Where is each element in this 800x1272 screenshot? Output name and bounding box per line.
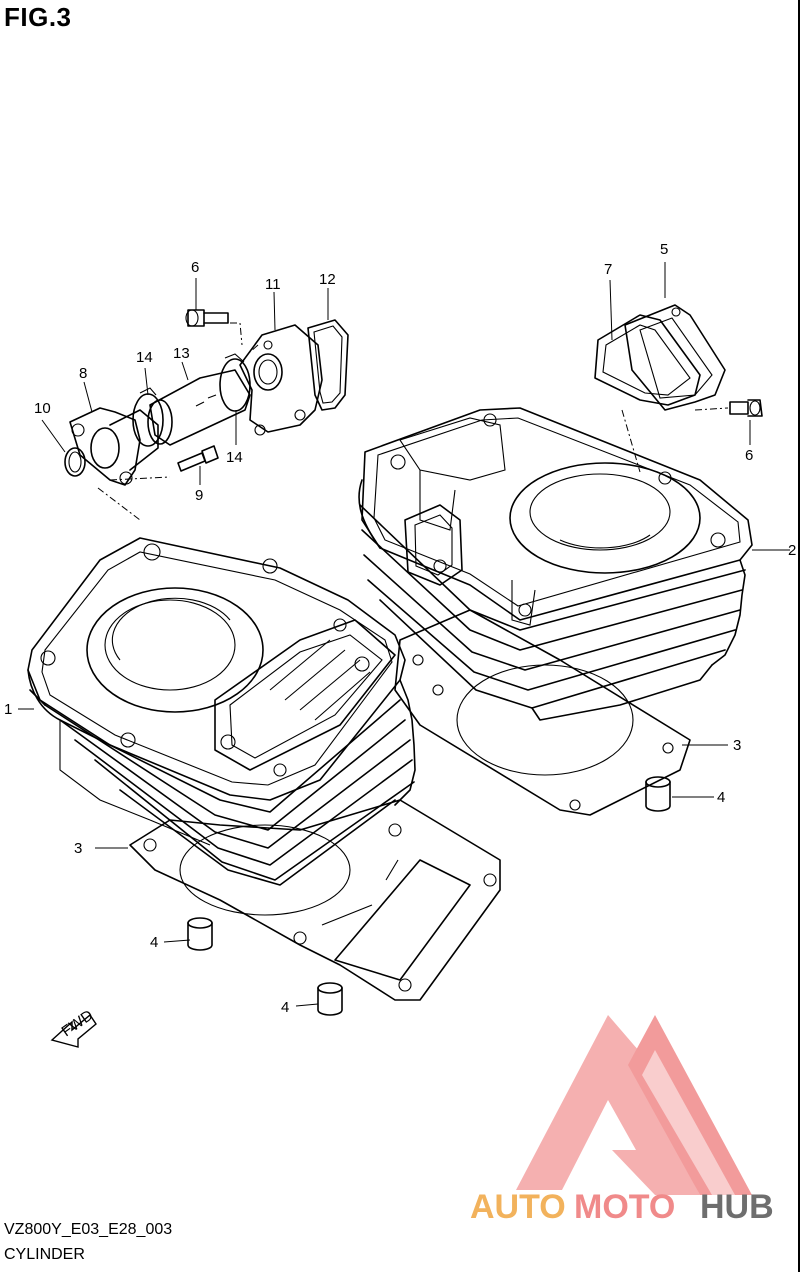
watermark-moto: MOTO <box>574 1188 675 1226</box>
rear-cylinder <box>358 407 753 721</box>
water-outlet-fitting <box>239 324 323 436</box>
callout-11: 11 <box>265 276 281 293</box>
callout-12: 12 <box>319 271 336 288</box>
callout-4a: 4 <box>717 789 725 806</box>
callout-10: 10 <box>34 400 51 417</box>
callout-6b: 6 <box>191 259 199 276</box>
hose <box>147 369 251 446</box>
page-border <box>798 0 800 1272</box>
diagram-name: CYLINDER <box>4 1246 85 1263</box>
dowel-pin <box>645 776 671 812</box>
callout-5: 5 <box>660 241 668 258</box>
watermark-auto: AUTO <box>470 1188 566 1226</box>
callout-1: 1 <box>4 701 12 718</box>
o-ring <box>64 447 86 477</box>
callout-8: 8 <box>79 365 87 382</box>
callout-3a: 3 <box>74 840 82 857</box>
forward-direction-arrow: FWD <box>50 1007 97 1048</box>
front-base-gasket <box>129 799 501 1001</box>
callout-leaders <box>18 262 790 1007</box>
callout-7: 7 <box>604 261 612 278</box>
dowel-pin <box>187 917 213 951</box>
diagram-code: VZ800Y_E03_E28_003 <box>4 1221 173 1238</box>
bolt <box>729 399 763 417</box>
dowel-pin <box>317 982 343 1016</box>
bolt <box>177 445 219 472</box>
callout-4b: 4 <box>150 934 158 951</box>
callout-9: 9 <box>195 487 203 504</box>
callout-13: 13 <box>173 345 190 362</box>
callout-4c: 4 <box>281 999 289 1016</box>
o-ring <box>307 319 349 411</box>
callout-2: 2 <box>788 542 796 559</box>
cover-gasket <box>594 314 701 406</box>
callout-3b: 3 <box>733 737 741 754</box>
hose-clamp <box>219 353 251 412</box>
figure-title: FIG.3 <box>4 2 72 32</box>
watermark-logo <box>516 1015 752 1195</box>
front-cylinder <box>27 537 416 886</box>
watermark-hub: HUB <box>700 1188 774 1226</box>
bolt <box>185 309 229 327</box>
rear-base-gasket <box>394 609 691 816</box>
cover-plate <box>624 304 726 411</box>
water-union <box>69 407 159 486</box>
callout-14b: 14 <box>226 449 243 466</box>
callout-6a: 6 <box>745 447 753 464</box>
callout-14a: 14 <box>136 349 153 366</box>
